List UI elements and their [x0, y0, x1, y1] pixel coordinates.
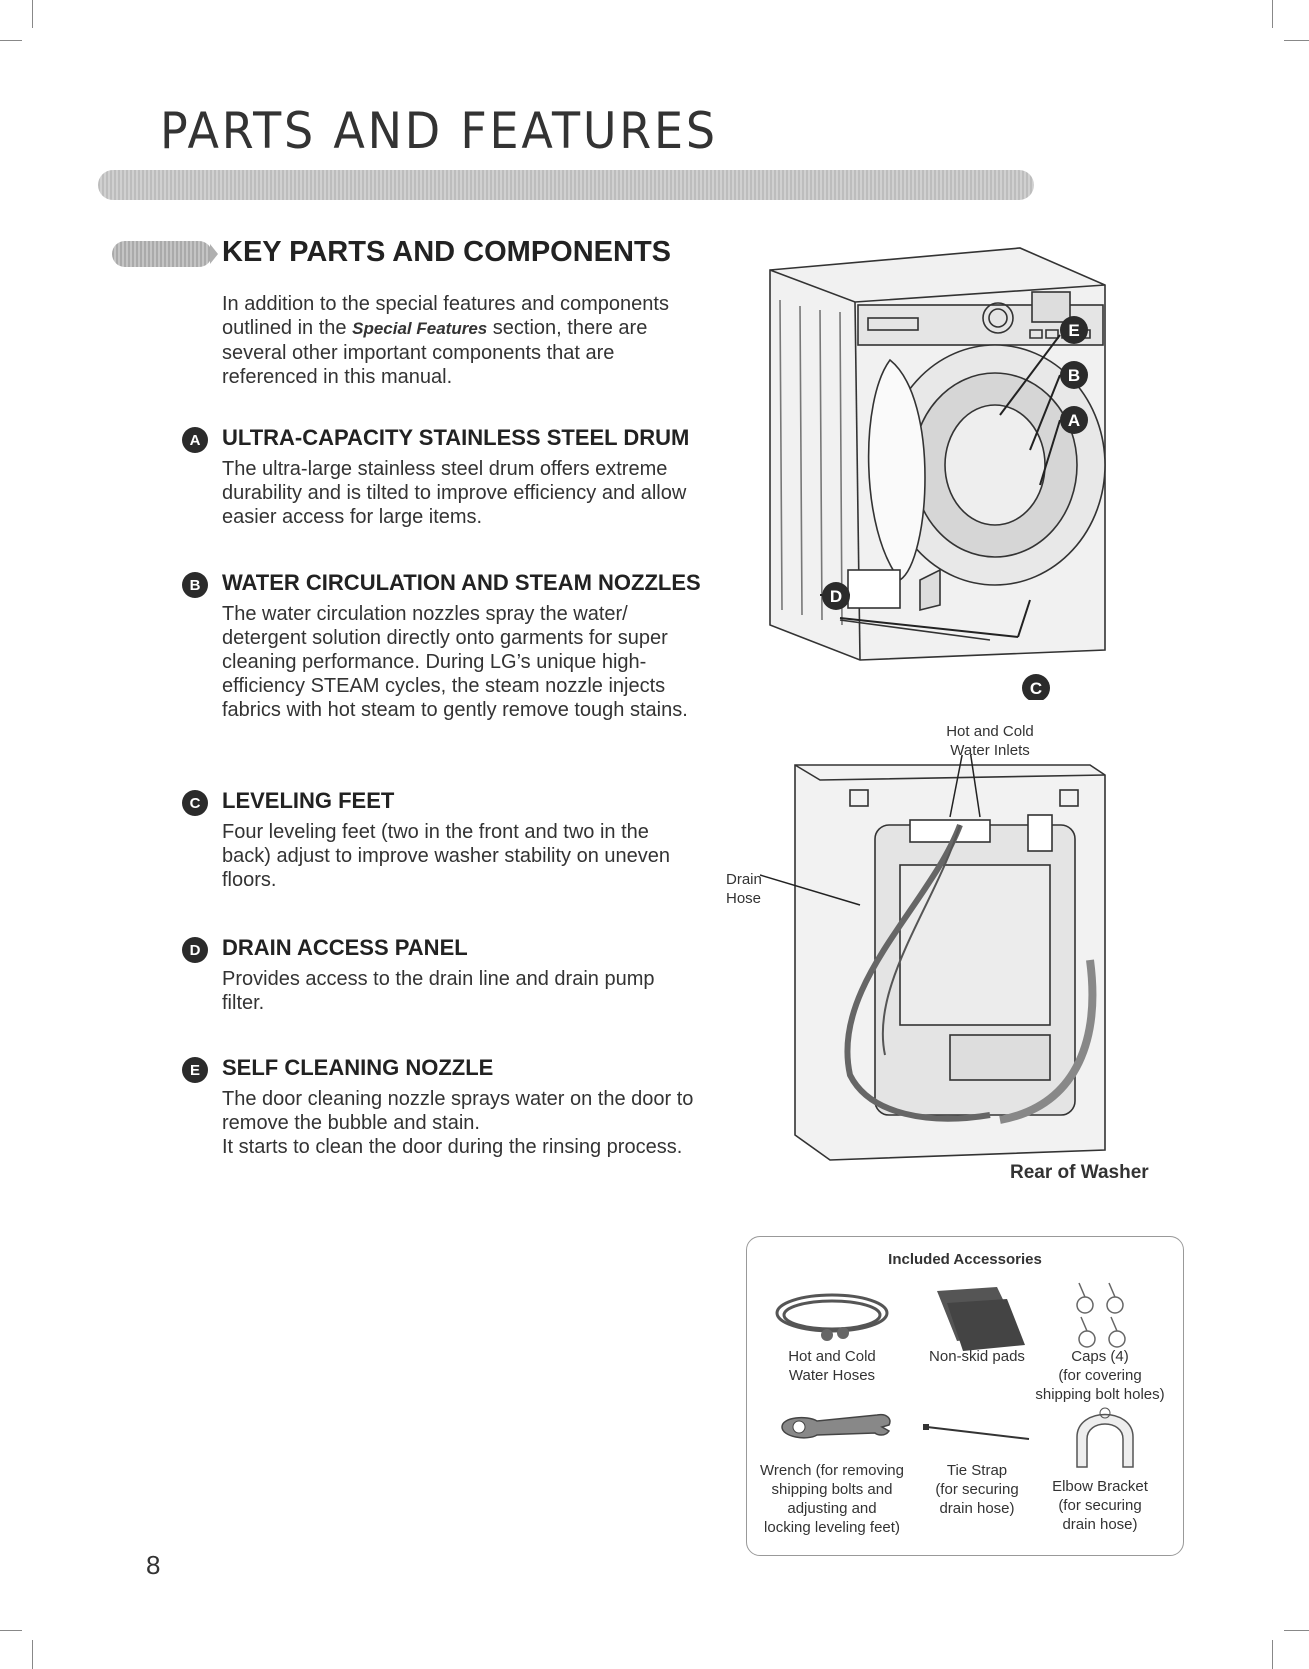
tie-strap-label: Tie Strap (for securing drain hose) [935, 1462, 1019, 1517]
callout-d: D [830, 587, 842, 606]
page-number: 8 [146, 1550, 161, 1580]
callout-b: B [1068, 366, 1080, 385]
part-description: The ultra-large stainless steel drum off… [222, 458, 687, 528]
part-badge: D [182, 937, 208, 963]
crop-mark [1272, 1640, 1273, 1669]
rear-caption: Rear of Washer [1010, 1162, 1149, 1183]
tie-strap-icon [923, 1424, 1030, 1440]
callout-e: E [1068, 321, 1079, 340]
wrench-label: Wrench (for removing shipping bolts and … [760, 1462, 904, 1536]
part-title: DRAIN ACCESS PANEL [222, 935, 468, 960]
washer-rear-illustration [760, 755, 1106, 1161]
elbow-bracket-icon [1076, 1407, 1134, 1468]
accessories-title: Included Accessories [888, 1251, 1042, 1268]
part-title: WATER CIRCULATION AND STEAM NOZZLES [222, 570, 701, 595]
part-badge: A [182, 427, 208, 453]
part-badge: C [182, 790, 208, 816]
crop-mark [32, 1640, 33, 1669]
water-hoses-label: Hot and Cold Water Hoses [788, 1348, 876, 1384]
caps-icon [1076, 1282, 1126, 1348]
part-title: LEVELING FEET [222, 788, 395, 813]
nonskid-pads-label: Non-skid pads [929, 1348, 1025, 1365]
callout-a: A [1068, 411, 1080, 430]
part-title: ULTRA-CAPACITY STAINLESS STEEL DRUM [222, 425, 690, 450]
section-heading: KEY PARTS AND COMPONENTS [222, 236, 672, 268]
crop-mark [0, 1630, 22, 1631]
part-description: Provides access to the drain line and dr… [222, 968, 655, 1014]
caps-label: Caps (4) (for covering shipping bolt hol… [1035, 1348, 1165, 1403]
crop-mark [32, 0, 33, 28]
crop-mark [0, 40, 22, 41]
part-description: The water circulation nozzles spray the … [222, 603, 688, 721]
page-title: PARTS AND FEATURES [160, 102, 718, 160]
crop-mark [1284, 1630, 1309, 1631]
water-inlets-label: Hot and Cold Water Inlets [946, 723, 1034, 759]
callout-c: C [1030, 679, 1042, 698]
crop-mark [1272, 0, 1273, 28]
drain-hose-label: Drain Hose [726, 871, 762, 907]
part-badge: B [182, 572, 208, 598]
part-title: SELF CLEANING NOZZLE [222, 1055, 494, 1080]
part-description: Four leveling feet (two in the front and… [222, 821, 671, 891]
part-description: The door cleaning nozzle sprays water on… [222, 1088, 694, 1158]
water-hoses-icon [775, 1293, 889, 1341]
accessories-box: Included Accessories Hot and Cold Water … [746, 1236, 1184, 1556]
washer-front-illustration: E B A D C [769, 247, 1106, 700]
intro-emphasis: Special Features [352, 319, 488, 338]
crop-mark [1284, 40, 1309, 41]
wrench-icon [781, 1413, 891, 1439]
nonskid-pads-icon [937, 1287, 1025, 1351]
section-marker [112, 241, 218, 267]
elbow-bracket-label: Elbow Bracket (for securing drain hose) [1052, 1478, 1148, 1533]
intro-paragraph: In addition to the special features and … [222, 293, 669, 388]
title-band [98, 170, 1034, 200]
part-badge: E [182, 1057, 208, 1083]
